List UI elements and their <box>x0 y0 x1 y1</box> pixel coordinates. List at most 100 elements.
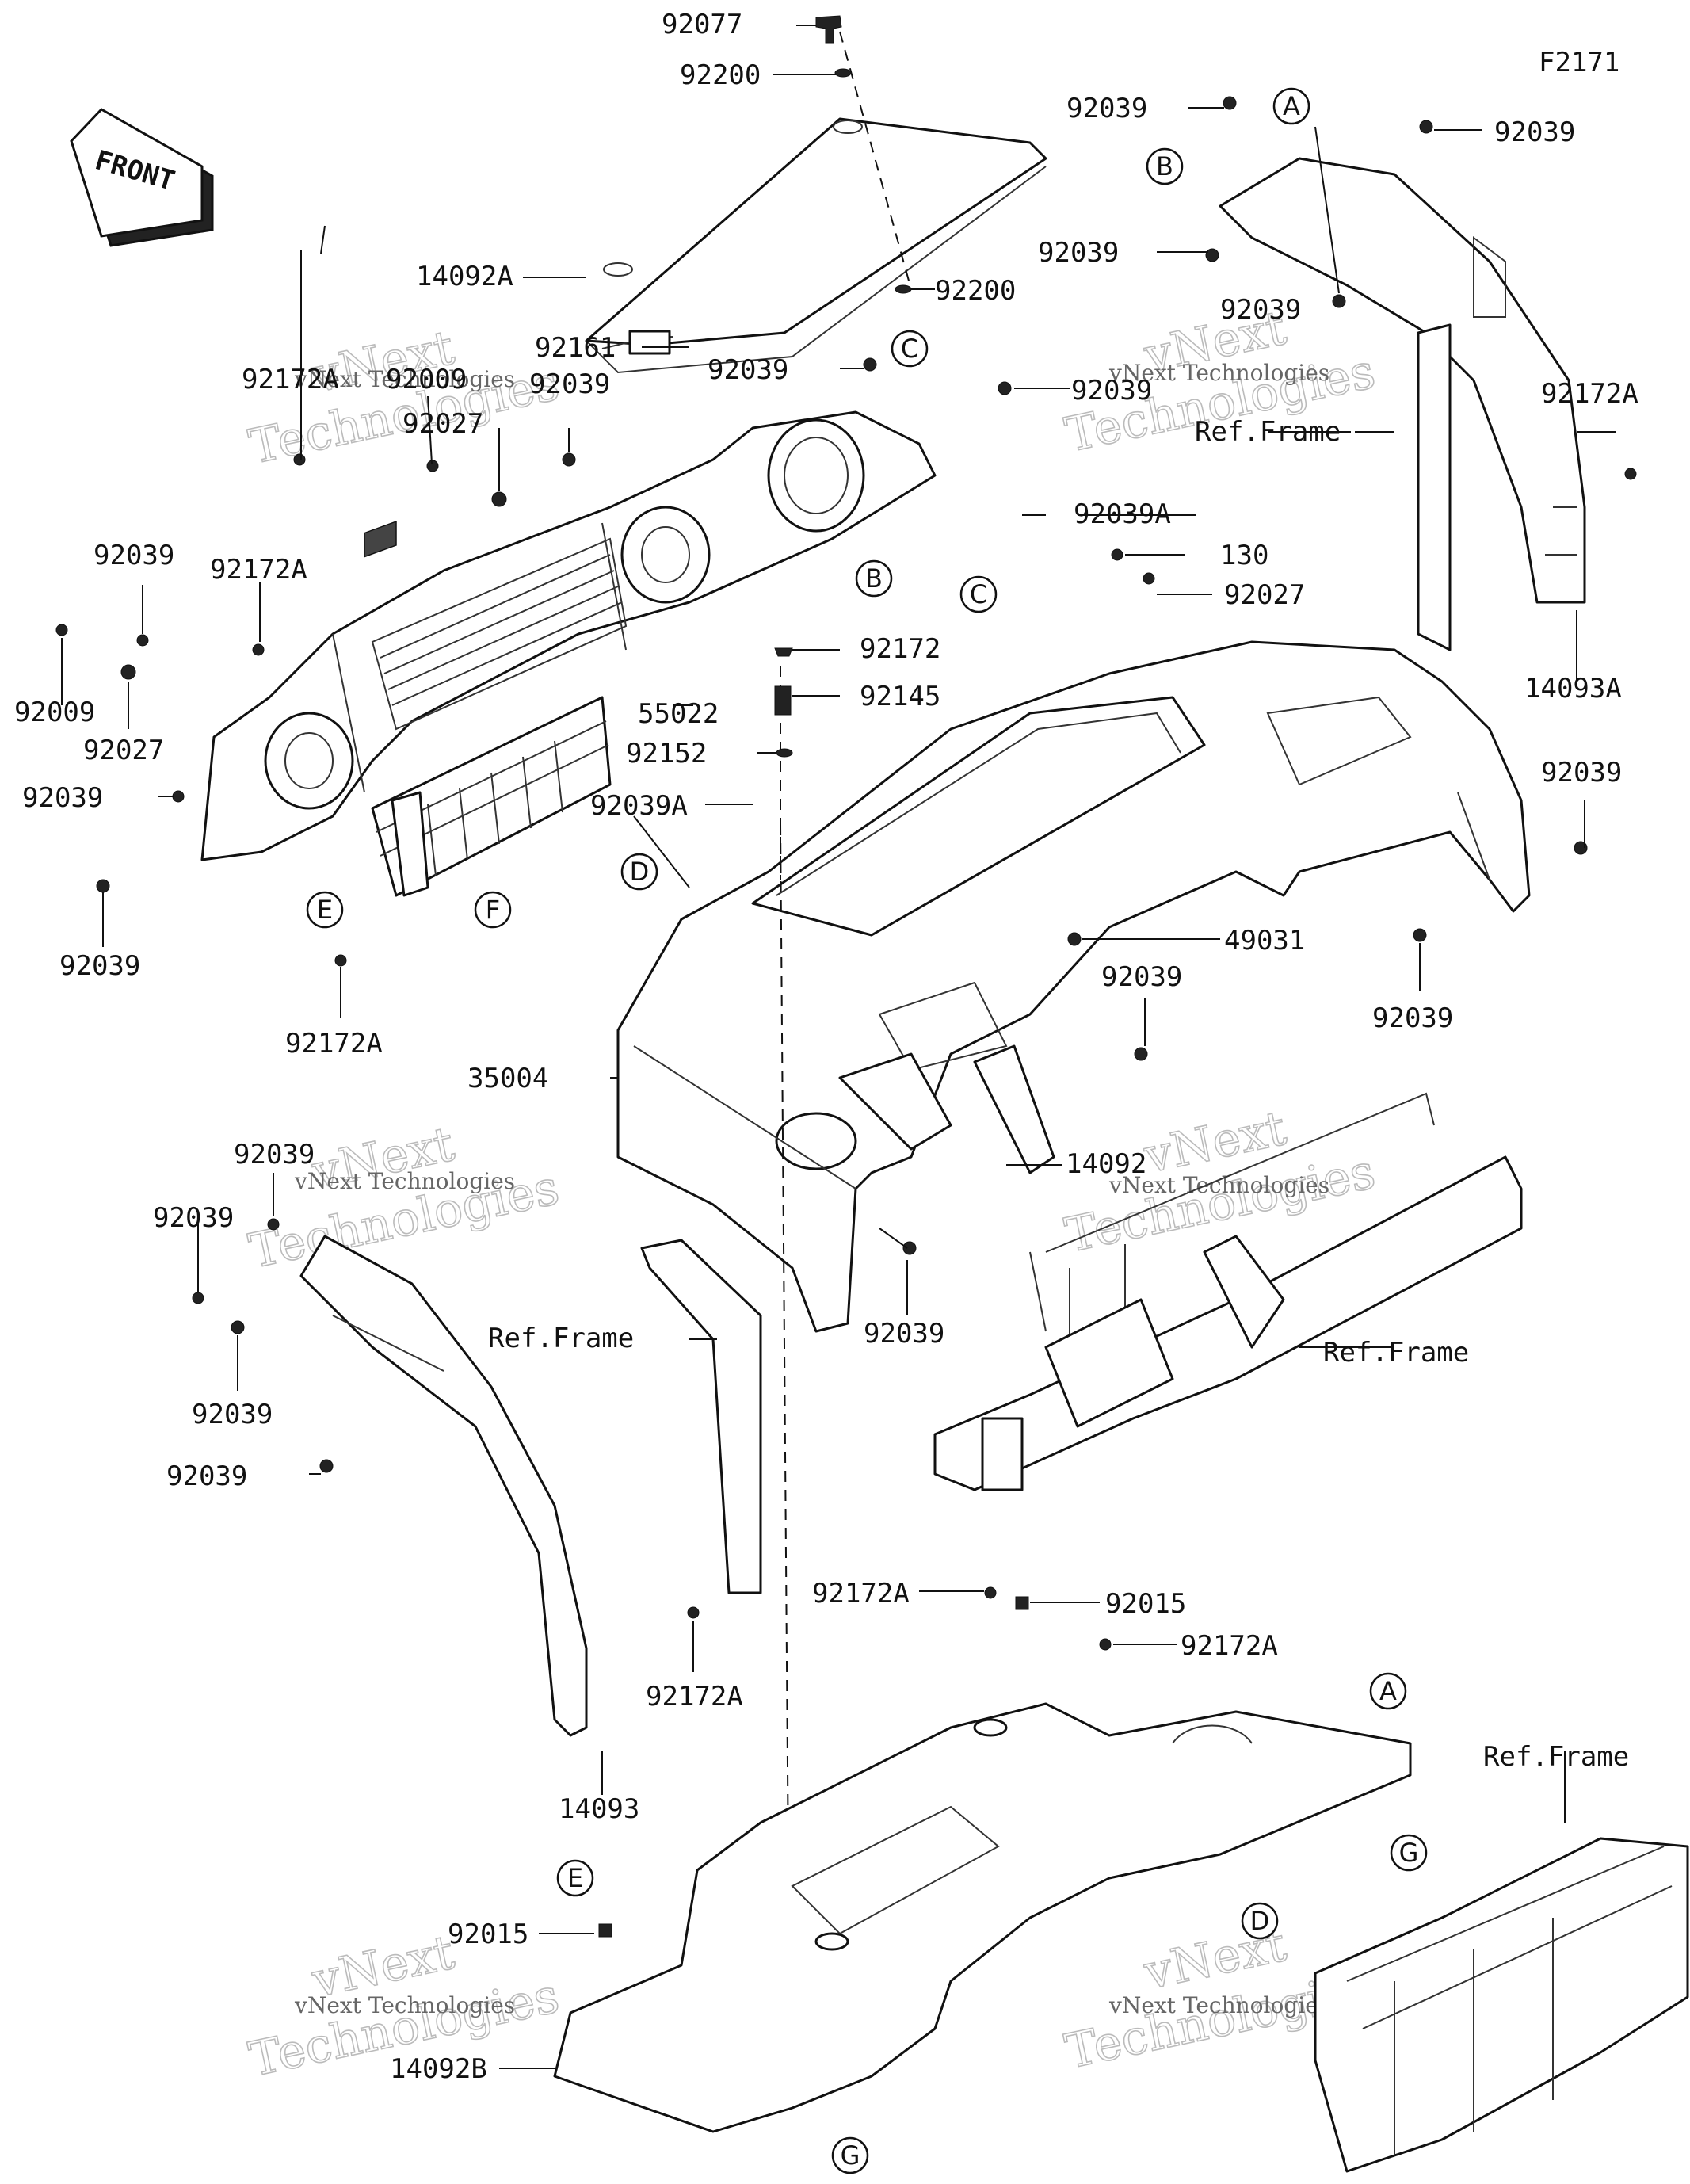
svg-text:vNext Technologies: vNext Technologies <box>294 1992 515 2018</box>
label-92039-rf-d: 92039 <box>1220 294 1301 326</box>
grille-panel <box>371 696 612 897</box>
label-92039-rf-c: 92039 <box>1038 237 1119 269</box>
spring-92145 <box>774 685 792 716</box>
callout-B-top: B <box>1146 147 1184 185</box>
svg-text:B: B <box>1156 151 1173 181</box>
label-92172A-l3: 92172A <box>285 1028 383 1060</box>
label-92039-rack-top: 92039 <box>708 354 788 386</box>
label-14093: 14093 <box>559 1793 639 1825</box>
rear-frame <box>933 1092 1523 1491</box>
fasteners <box>55 96 1637 1938</box>
callout-F-mid: F <box>474 891 512 929</box>
label-14092B: 14092B <box>390 2053 487 2085</box>
svg-text:B: B <box>865 563 883 594</box>
front-direction-arrow: FRONT <box>70 108 214 247</box>
figure-code: F2171 <box>1539 47 1619 78</box>
label-92172A-floor2: 92172A <box>1181 1630 1278 1662</box>
label-92200-b: 92200 <box>935 275 1016 307</box>
rear-fender-14093A <box>1219 157 1586 604</box>
svg-text:G: G <box>1399 1838 1419 1868</box>
svg-text:vNext Technologies: vNext Technologies <box>1108 1172 1329 1198</box>
label-92039-mid: 92039 <box>1101 961 1182 993</box>
label-92161: 92161 <box>535 332 616 364</box>
label-ref-frame-top: Ref.Frame <box>1195 416 1341 448</box>
callout-G-right: G <box>1390 1834 1428 1872</box>
label-92039-top-left: 92039 <box>529 368 610 400</box>
dashed-92077 <box>839 31 912 290</box>
svg-text:C: C <box>970 579 987 609</box>
washer-92152 <box>776 748 793 758</box>
label-92077: 92077 <box>662 9 742 40</box>
label-92172A-lf: 92172A <box>646 1681 743 1712</box>
label-92015-a: 92015 <box>1105 1588 1186 1620</box>
callout-A-top: A <box>1272 87 1310 125</box>
svg-text:C: C <box>901 334 918 364</box>
callout-E-low: E <box>556 1859 594 1897</box>
label-92039-rack-right: 92039 <box>1071 375 1152 407</box>
callout-D-low: D <box>1241 1902 1279 1940</box>
label-92039-rf-a: 92039 <box>1066 93 1147 124</box>
callout-E-mid: E <box>306 891 344 929</box>
front-fender-14093 <box>299 1235 588 1737</box>
label-92039-right: 92039 <box>1541 757 1622 788</box>
callout-D-mid: D <box>620 853 658 891</box>
callout-B-mid: B <box>855 559 893 598</box>
label-92039-right2: 92039 <box>1372 1002 1453 1034</box>
dashed-central <box>780 823 789 1871</box>
svg-text:A: A <box>1379 1676 1397 1706</box>
callout-C-mid: C <box>959 575 998 613</box>
svg-text:F: F <box>486 895 500 925</box>
label-14092A: 14092A <box>416 261 513 292</box>
label-92172A-l2: 92172A <box>210 554 307 586</box>
label-92039A-mid: 92039A <box>590 790 688 822</box>
label-92039-l2: 92039 <box>93 540 174 571</box>
svg-text:E: E <box>317 895 333 925</box>
label-92009-l2: 92009 <box>14 697 95 728</box>
label-92039-body-low: 92039 <box>864 1318 944 1350</box>
label-92039-lf-4: 92039 <box>166 1460 247 1492</box>
clip-92077 <box>815 15 842 44</box>
label-ref-frame-bottom: Ref.Frame <box>1483 1741 1629 1773</box>
label-92039-l3: 92039 <box>22 782 103 814</box>
bracket-F <box>391 791 429 897</box>
screw-92172 <box>774 647 793 657</box>
callout-G-low: G <box>831 2136 869 2174</box>
svg-text:vNext Technologies: vNext Technologies <box>294 1168 515 1194</box>
chassis-frame-right <box>1314 1837 1689 2173</box>
callout-C-top: C <box>891 330 929 368</box>
label-ref-frame-left: Ref.Frame <box>488 1323 634 1354</box>
label-35004: 35004 <box>467 1063 548 1094</box>
label-92172A-l1: 92172A <box>242 364 339 395</box>
label-92027-l1: 92027 <box>402 408 483 440</box>
label-92015-b: 92015 <box>448 1919 528 1950</box>
label-92039-lf-2: 92039 <box>153 1202 234 1234</box>
label-92172A-rf: 92172A <box>1541 378 1638 410</box>
callout-A-low: A <box>1369 1672 1407 1710</box>
label-92172A-floor1: 92172A <box>812 1578 910 1609</box>
watermark-top-left: vNext Technologies vNext Technologies <box>244 319 565 475</box>
svg-text:A: A <box>1283 91 1300 121</box>
svg-text:vNext Technologies: vNext Technologies <box>1108 360 1329 386</box>
svg-text:G: G <box>841 2140 860 2171</box>
label-92172: 92172 <box>860 633 940 665</box>
label-92145: 92145 <box>860 681 940 712</box>
label-92039-rf-b: 92039 <box>1494 116 1575 148</box>
label-92152: 92152 <box>626 738 707 769</box>
label-92039-l4: 92039 <box>59 950 140 982</box>
body-35004 <box>616 640 1531 1333</box>
floor-panel-14092B <box>553 1702 1412 2133</box>
label-92009-l1: 92009 <box>386 364 467 395</box>
label-130: 130 <box>1220 540 1268 571</box>
label-92039A-top: 92039A <box>1074 498 1171 530</box>
watermark-mid-right: vNext Technologies vNext Technologies <box>1060 1100 1381 1264</box>
frame-bracket-right <box>1417 323 1452 651</box>
grab-pad-14092 <box>973 1044 1055 1174</box>
label-92200-a: 92200 <box>680 59 761 91</box>
leader-lines <box>61 25 1616 2069</box>
svg-text:vNext Technologies: vNext Technologies <box>294 366 515 392</box>
rear-cover-14092A <box>585 117 1047 374</box>
front-panel-55022 <box>200 410 937 861</box>
svg-text:D: D <box>630 857 650 887</box>
label-14092: 14092 <box>1066 1148 1146 1180</box>
